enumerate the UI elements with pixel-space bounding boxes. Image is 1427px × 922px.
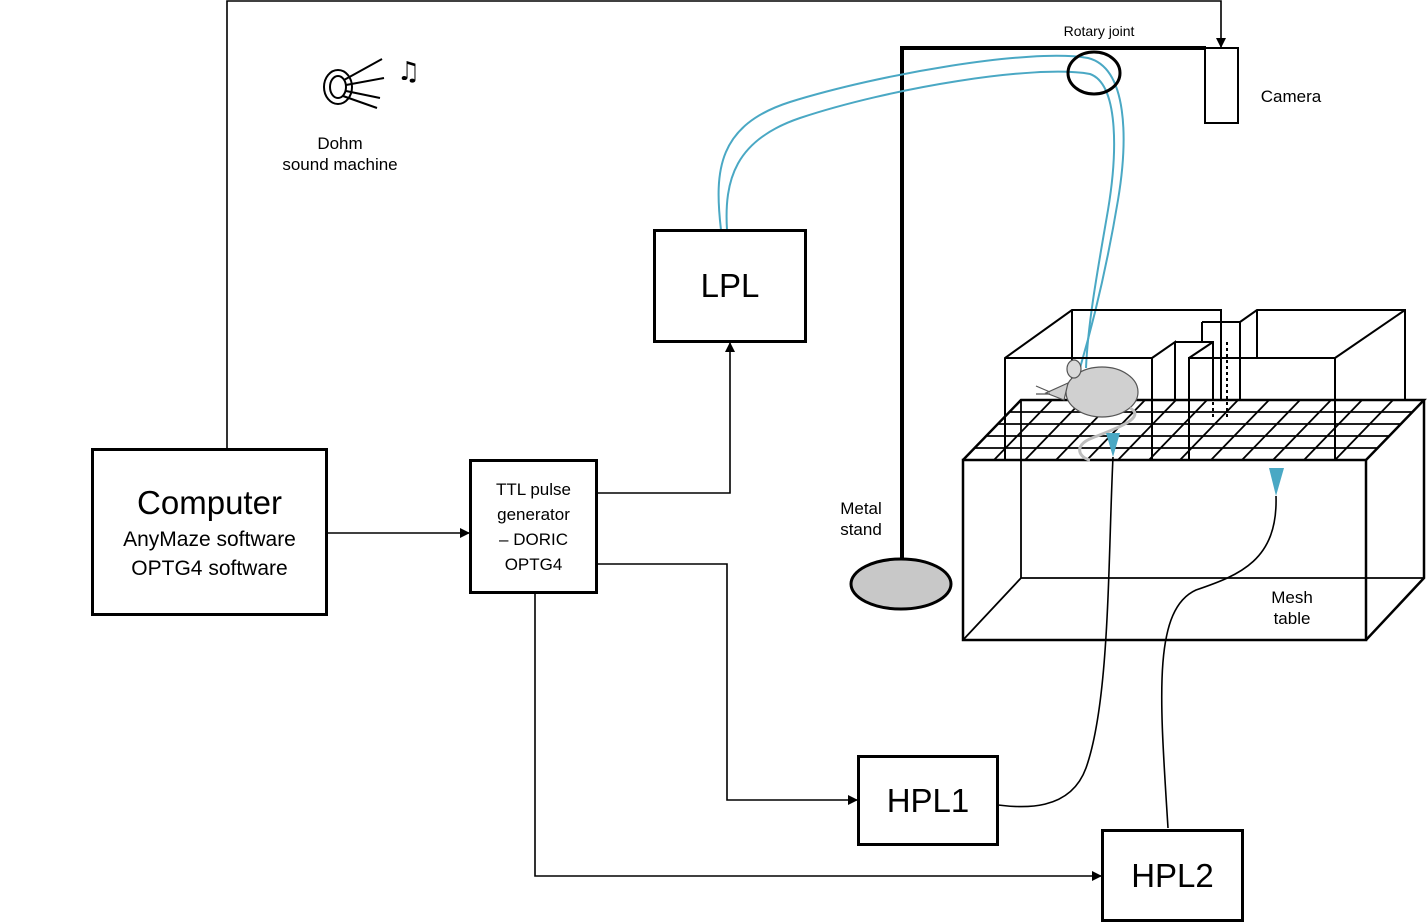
- mesh-grid-line: [1117, 399, 1177, 461]
- mesh-grid-line: [1210, 399, 1270, 461]
- stand-pole: [900, 46, 1206, 559]
- mesh-grid-line: [1024, 399, 1084, 461]
- behavior-chambers: [1004, 309, 1406, 460]
- ttl-line2: generator: [497, 504, 570, 524]
- mesh-grid-line: [1303, 399, 1363, 461]
- mesh-table-line2: table: [1273, 608, 1311, 628]
- mesh-table: [961, 398, 1427, 642]
- computer-software-1: AnyMaze software: [123, 527, 296, 551]
- metal-stand-label: Metal stand: [821, 499, 901, 540]
- svg-text:♫: ♫: [397, 57, 420, 87]
- mesh-grid-line: [1148, 399, 1208, 461]
- ttl-generator-box: TTL pulse generator – DORIC OPTG4: [469, 459, 598, 594]
- mesh-grid-line: [1179, 399, 1239, 461]
- computer-software-2: OPTG4 software: [131, 556, 288, 580]
- mouse-icon: [1035, 359, 1139, 462]
- dohm-label: Dohm sound machine: [260, 134, 420, 175]
- camera-label: Camera: [1252, 87, 1330, 108]
- mesh-grid-line: [1086, 399, 1146, 461]
- hpl1-label: HPL1: [886, 781, 970, 819]
- dohm-line1: Dohm: [317, 134, 363, 153]
- metal-stand-line2: stand: [840, 519, 882, 539]
- camera-icon: [1204, 47, 1239, 124]
- camera-text: Camera: [1260, 87, 1322, 106]
- metal-stand-line1: Metal: [840, 499, 882, 518]
- ttl-line1: TTL pulse: [496, 479, 571, 499]
- ttl-line3: – DORIC: [499, 529, 568, 549]
- stand-base: [849, 557, 953, 611]
- computer-box: Computer AnyMaze software OPTG4 software: [91, 448, 328, 616]
- mesh-table-line1: Mesh: [1271, 588, 1313, 607]
- lpl-box: LPL: [653, 229, 807, 343]
- hpl2-fiber: [1160, 495, 1277, 829]
- ttl-to-hpl1-arrow: [597, 563, 858, 805]
- computer-to-camera-line: [226, 0, 1226, 450]
- mesh-grid-line: [1241, 399, 1301, 461]
- hpl2-label: HPL2: [1131, 856, 1214, 894]
- rotary-joint-text: Rotary joint: [1063, 23, 1135, 39]
- computer-title: Computer: [137, 483, 282, 521]
- mesh-table-label: Mesh table: [1252, 588, 1332, 629]
- mesh-grid-line: [993, 399, 1053, 461]
- mesh-grid: [974, 399, 1413, 461]
- hpl1-box: HPL1: [857, 755, 999, 846]
- hpl1-fiber: [997, 456, 1114, 808]
- ttl-line4: OPTG4: [504, 554, 563, 574]
- mesh-grid-line: [1334, 399, 1394, 461]
- metal-stand: [849, 46, 1206, 611]
- speaker-icon: [323, 58, 385, 109]
- hpl2-box: HPL2: [1101, 829, 1244, 922]
- mesh-grid-line: [1272, 399, 1332, 461]
- rotary-joint-label: Rotary joint: [1040, 23, 1158, 40]
- dohm-line2: sound machine: [282, 154, 398, 174]
- ttl-to-lpl-arrow: [597, 342, 735, 494]
- rotary-joint-icon: [1066, 50, 1122, 96]
- ttl-to-hpl2-arrow: [534, 593, 1102, 881]
- lpl-label: LPL: [700, 267, 760, 304]
- music-note-icon: ♫: [397, 57, 420, 87]
- fiber-tips: [1106, 433, 1284, 496]
